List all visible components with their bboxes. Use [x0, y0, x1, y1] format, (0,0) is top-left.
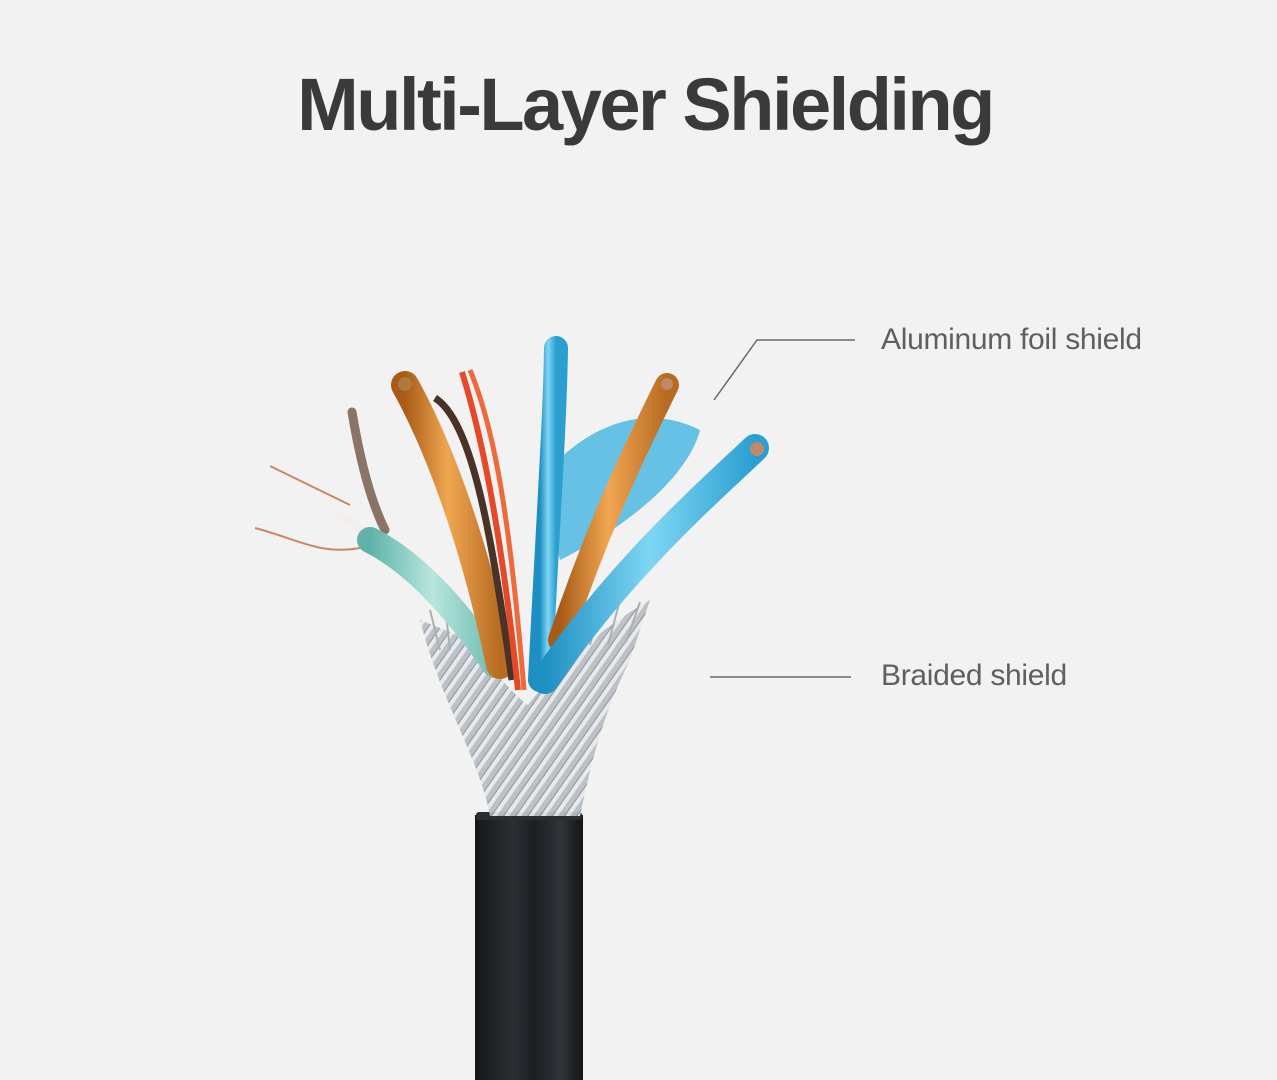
callout-braided-shield: Braided shield — [881, 659, 1067, 692]
leader-line-foil — [713, 339, 855, 401]
callout-aluminum-foil-shield: Aluminum foil shield — [881, 323, 1142, 356]
cable-jacket — [475, 812, 583, 1080]
page-title: Multi-Layer Shielding — [297, 63, 995, 146]
inner-wires — [254, 336, 769, 694]
